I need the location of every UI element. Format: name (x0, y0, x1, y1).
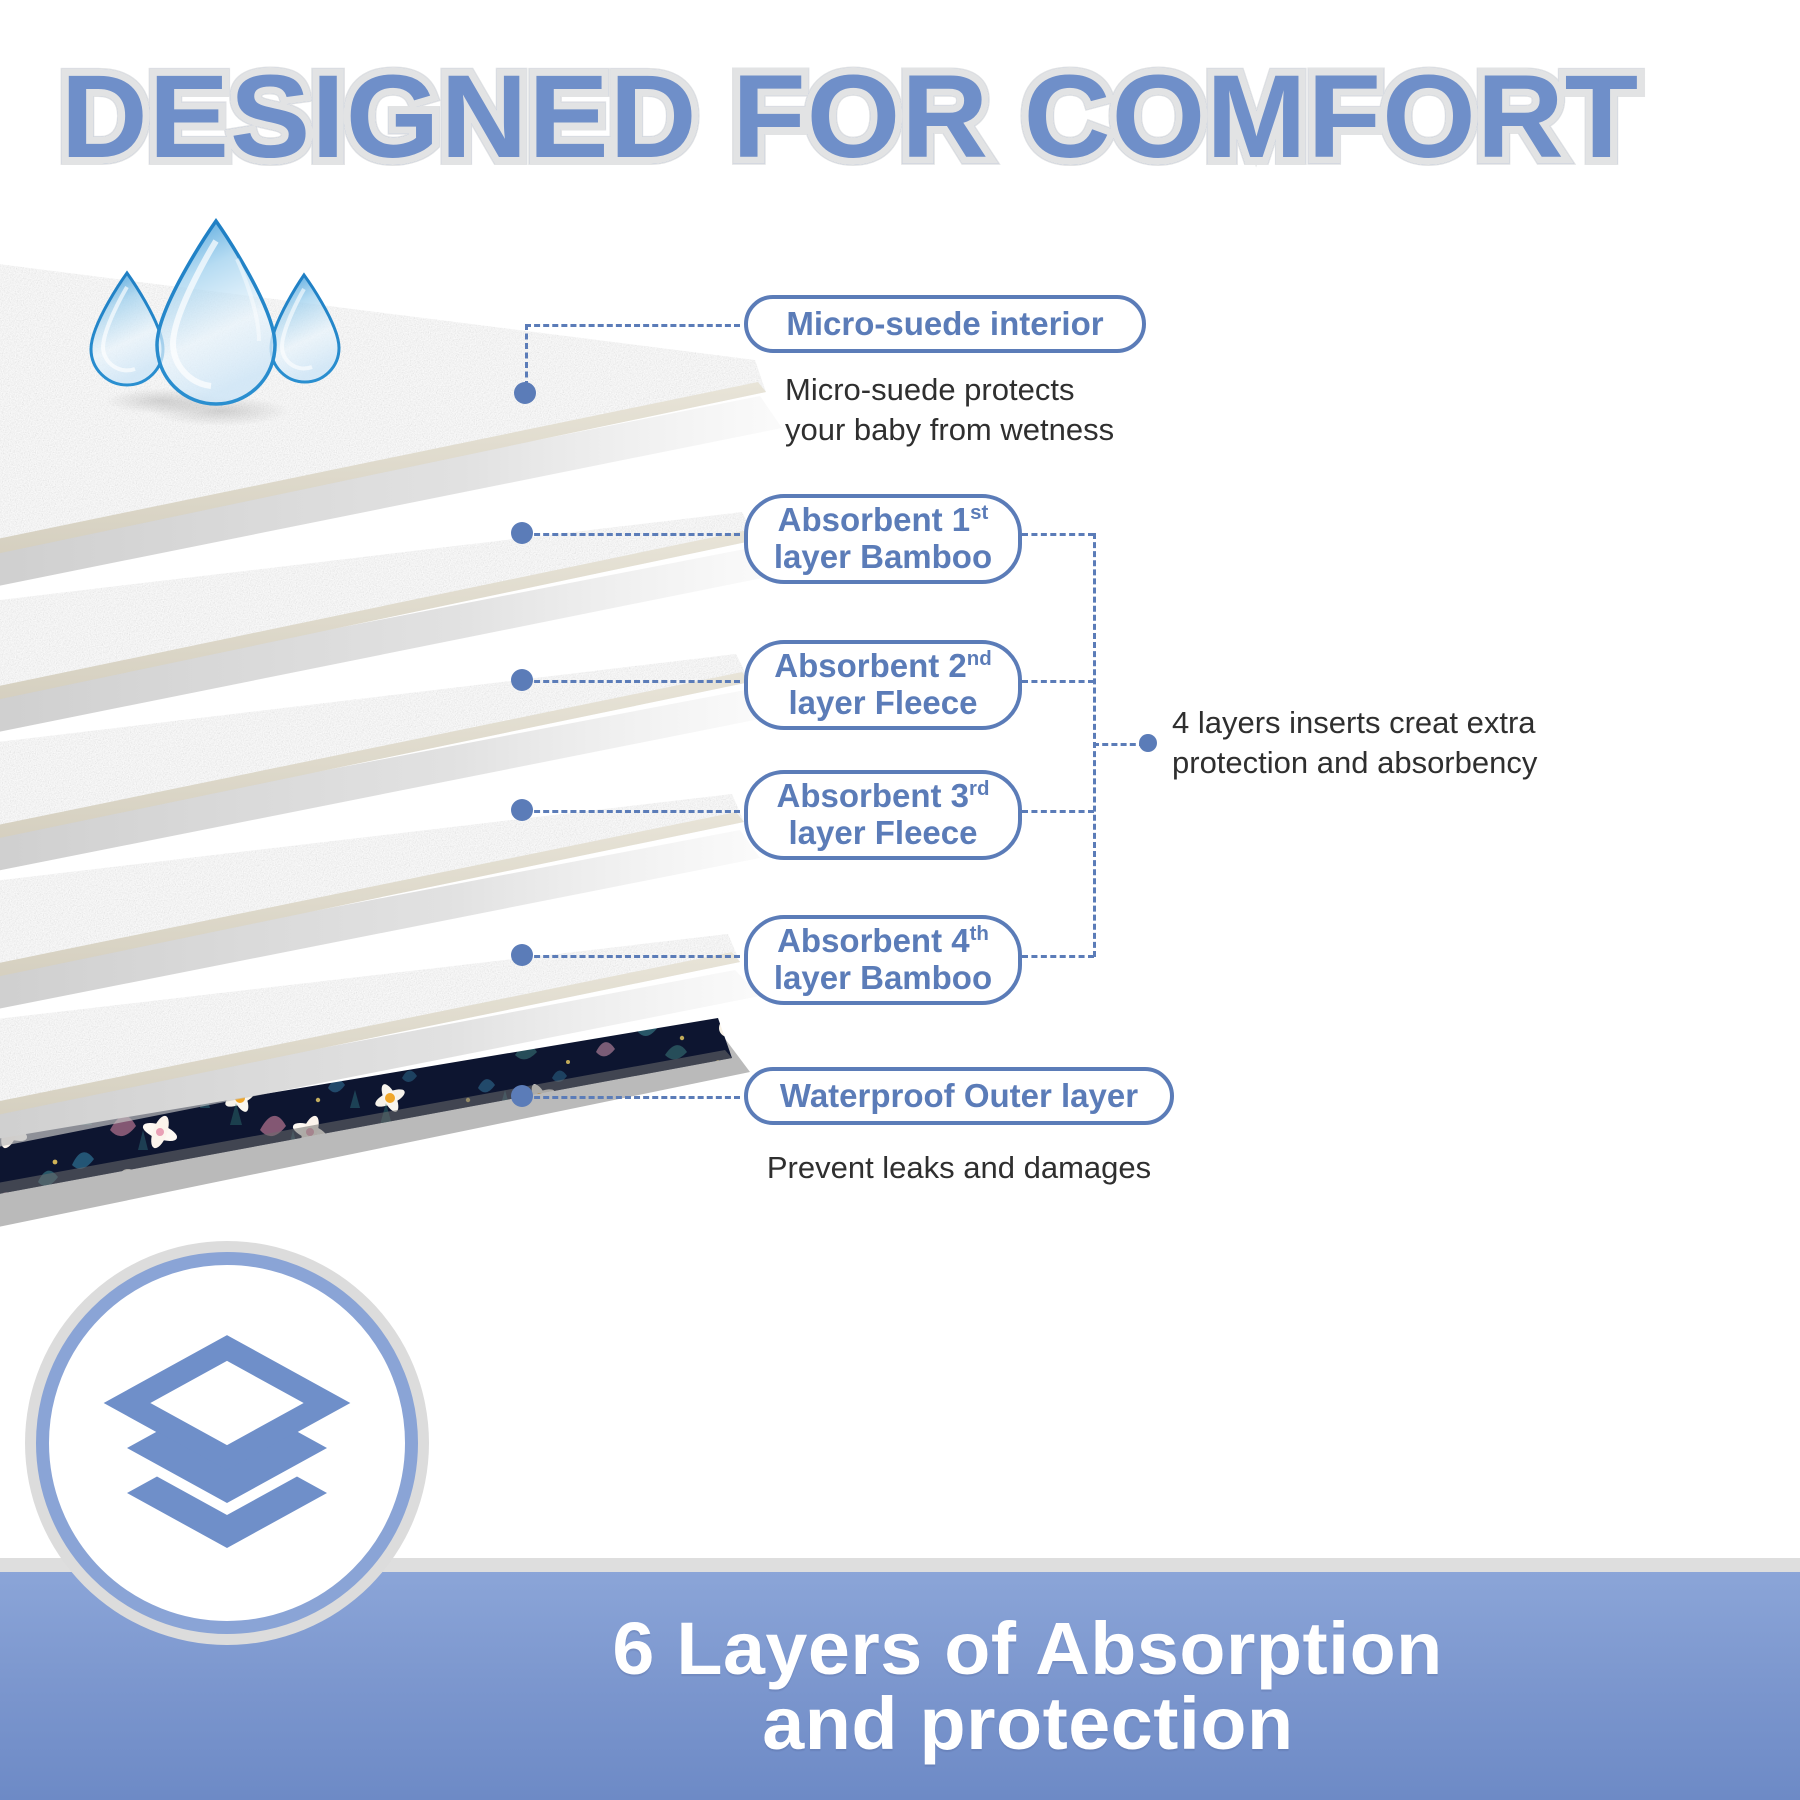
callout-absorbent-3[interactable]: Absorbent 3rd layer Fleece (744, 770, 1022, 860)
layers-badge (36, 1252, 418, 1634)
connector-line-absorbent-4 (525, 955, 740, 958)
connector-dot-absorbent-4 (511, 944, 533, 966)
bracket-note-dot (1139, 734, 1157, 752)
callout-ordinal-suffix: rd (969, 777, 990, 801)
description-line-1: Micro-suede protects (785, 372, 1075, 407)
banner-top-edge (0, 1558, 1800, 1572)
connector-dot-waterproof (511, 1085, 533, 1107)
layer-stack-illustration (0, 170, 940, 1300)
callout-absorbent-2[interactable]: Absorbent 2nd layer Fleece (744, 640, 1022, 730)
callout-micro-suede-interior[interactable]: Micro-suede interior (744, 295, 1146, 353)
callout-label-line-2: layer Fleece (788, 684, 978, 721)
callout-absorbent-4[interactable]: Absorbent 4th layer Bamboo (744, 915, 1022, 1005)
connector-dot-absorbent-2 (511, 669, 533, 691)
water-droplets-icon (85, 215, 350, 430)
callout-label-line-1: Absorbent 1 (777, 501, 971, 539)
callout-label-line-1: Absorbent 3 (776, 777, 970, 815)
bracket-line-bottom (1022, 955, 1094, 958)
callout-ordinal-suffix: st (970, 501, 989, 525)
bracket-note-line-2: protection and absorbency (1172, 745, 1538, 781)
banner-line-2: and protection (761, 1682, 1294, 1765)
description-micro-suede: Micro-suede protects your baby from wetn… (785, 370, 1185, 449)
bracket-note: 4 layers inserts creat extra protection … (1172, 703, 1792, 784)
callout-label: Micro-suede interior (786, 304, 1104, 342)
connector-line-absorbent-3 (525, 810, 740, 813)
callout-label-line-2: layer Bamboo (773, 959, 993, 996)
page-title-shadow: DESIGNED FOR COMFORT (0, 50, 1717, 184)
page-title: DESIGNED FOR COMFORT (0, 51, 1717, 183)
bracket-line-third (1022, 810, 1094, 813)
bracket-line-top (1022, 533, 1094, 536)
connector-line-absorbent-1 (525, 533, 740, 536)
connector-line-micro-suede (525, 324, 740, 327)
layers-stack-icon (103, 1335, 351, 1548)
connector-line-absorbent-2 (525, 680, 740, 683)
description-waterproof: Prevent leaks and damages (744, 1148, 1174, 1188)
bracket-note-line-1: 4 layers inserts creat extra (1172, 705, 1536, 740)
callout-waterproof-outer-layer[interactable]: Waterproof Outer layer (744, 1067, 1174, 1125)
connector-line-waterproof (525, 1096, 740, 1099)
connector-dot-micro-suede (514, 382, 536, 404)
callout-label-line-2: layer Fleece (788, 814, 978, 851)
callout-absorbent-1[interactable]: Absorbent 1st layer Bamboo (744, 494, 1022, 584)
description-line-1: Prevent leaks and damages (766, 1150, 1152, 1185)
description-line-2: your baby from wetness (785, 411, 1115, 447)
callout-label-line-2: layer Bamboo (773, 538, 993, 575)
bracket-line-note (1093, 743, 1145, 746)
callout-label-line-1: Absorbent 4 (777, 922, 970, 960)
connector-dot-absorbent-1 (511, 522, 533, 544)
callout-label: Waterproof Outer layer (779, 1076, 1139, 1114)
callout-ordinal-suffix: nd (966, 647, 992, 671)
callout-label-line-1: Absorbent 2 (774, 647, 967, 685)
connector-dot-absorbent-3 (511, 799, 533, 821)
bracket-line-second (1022, 680, 1094, 683)
callout-ordinal-suffix: th (969, 922, 989, 946)
connector-line-micro-suede-vertical (525, 324, 528, 387)
banner-line-1: 6 Layers of Absorption (612, 1606, 1443, 1690)
